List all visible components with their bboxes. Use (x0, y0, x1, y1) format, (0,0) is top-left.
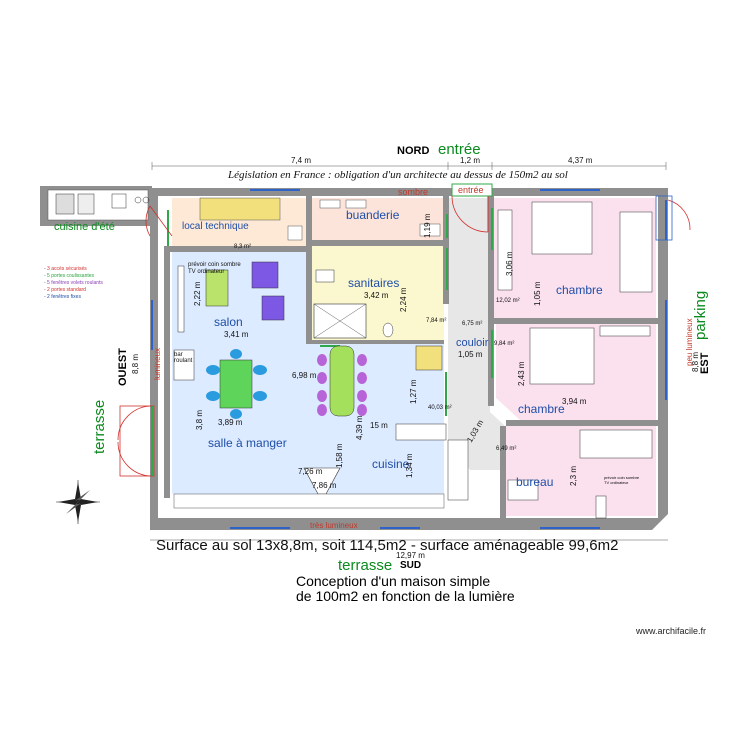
bar-label: bar roulant (174, 352, 193, 364)
total-width: 12,97 m (396, 551, 425, 560)
dim-top-mid: 1,2 m (460, 156, 481, 165)
couloir-dim: 1,05 m (458, 350, 483, 359)
bureau-height: 2,3 m (569, 465, 578, 486)
living-zone (172, 250, 306, 340)
dim-389: 3,89 m (218, 418, 243, 427)
compass-rose (56, 480, 100, 524)
watermark: www.archifacile.fr (636, 626, 707, 636)
surface-caption: Surface au sol 13x8,8m, soit 114,5m2 - s… (156, 537, 619, 554)
dim-15: 15 m (370, 421, 388, 430)
sombre-label: sombre (398, 187, 429, 197)
concept-line1: Conception d'un maison simple (296, 573, 491, 589)
legend-item: - 5 portes coulissantes (44, 273, 95, 279)
dim-38: 3,8 m (195, 409, 204, 430)
ch2-area: 9,84 m² (494, 341, 515, 347)
legend-item: - 5 fenêtres volets roulants (44, 280, 103, 286)
south-label: SUD (400, 560, 422, 571)
ch2-width: 3,94 m (562, 397, 587, 406)
sanitaires-dim: 3,42 m (364, 291, 389, 300)
chambre1-label: chambre (556, 283, 603, 297)
sanitaires-label: sanitaires (348, 276, 400, 290)
buanderie-label: buanderie (346, 208, 400, 222)
west-height: 8,8 m (131, 353, 140, 374)
ch1-height: 3,06 m (505, 251, 514, 276)
terrace-door (117, 405, 155, 477)
dim-127: 1,27 m (409, 379, 418, 404)
legend-item: - 2 portes standard (44, 287, 86, 293)
bureau-area: 6,49 m² (496, 446, 517, 452)
north-label: NORD (397, 145, 430, 157)
bureau-note1: prévoir coin sombre (604, 475, 640, 480)
salon-height: 2,22 m (193, 281, 202, 306)
dim-726: 7,26 m (298, 467, 323, 476)
entrance-title: entrée (438, 141, 481, 158)
west-label: OUEST (117, 348, 129, 386)
west-lumineux: lumineux (153, 347, 162, 380)
salon-label: salon (214, 315, 243, 329)
couloir-label: couloir (456, 337, 489, 349)
dim-439: 4,39 m (355, 415, 364, 440)
buanderie-dim: 1,19 m (423, 213, 432, 238)
sanitaires-area: 7,84 m² (426, 318, 447, 324)
cuisine-label: cuisine (372, 457, 410, 471)
cuisine-dim: 1,34 m (405, 453, 414, 478)
entree-label: entrée (458, 185, 484, 195)
sanitaires-height: 2,24 m (399, 287, 408, 312)
dim-158: 1,58 m (335, 443, 344, 468)
east-label: EST (699, 352, 711, 374)
concept-line2: de 100m2 en fonction de la lumière (296, 588, 515, 604)
salle-manger-label: salle à manger (208, 436, 287, 450)
top-dimension-line (151, 162, 667, 170)
local-technique-label: local technique (182, 221, 249, 232)
summer-kitchen-label: cuisine d'été (54, 221, 115, 233)
sliding-doors (167, 208, 493, 416)
legend-item: - 3 accès sécurisés (44, 266, 87, 272)
salon-width: 3,41 m (224, 330, 249, 339)
tres-lumineux: très lumineux (310, 521, 358, 530)
salon-note1: prévoir coin sombre (188, 262, 241, 268)
dim-top-right: 4,37 m (568, 156, 593, 165)
ch1-width: 1,05 m (533, 281, 542, 306)
ch2-height: 2,43 m (517, 361, 526, 386)
dining-area: 40,03 m² (428, 405, 452, 411)
parking-label: parking (692, 290, 709, 340)
bureau-label: bureau (516, 475, 554, 489)
south-terrasse: terrasse (338, 557, 393, 574)
dim-top-left: 7,4 m (291, 156, 312, 165)
west-terrasse: terrasse (91, 399, 108, 454)
dim-786: 7,86 m (312, 481, 337, 490)
windows (151, 189, 667, 529)
local-area: 8,3 m² (234, 244, 252, 250)
ch1-area: 12,02 m² (496, 298, 520, 304)
legend-item: - 2 fenêtres fixes (44, 294, 81, 300)
dim-698: 6,98 m (292, 371, 317, 380)
corridor-zone (448, 198, 520, 470)
bureau-note2: TV ordinateur (604, 480, 629, 485)
legal-note: Législation en France : obligation d'un … (228, 169, 568, 181)
couloir-area: 6,75 m² (462, 321, 483, 327)
salon-note2: TV ordinateur (188, 269, 225, 275)
chambre2-label: chambre (518, 402, 565, 416)
legend: - 3 accès sécurisés - 5 portes coulissan… (44, 266, 103, 301)
